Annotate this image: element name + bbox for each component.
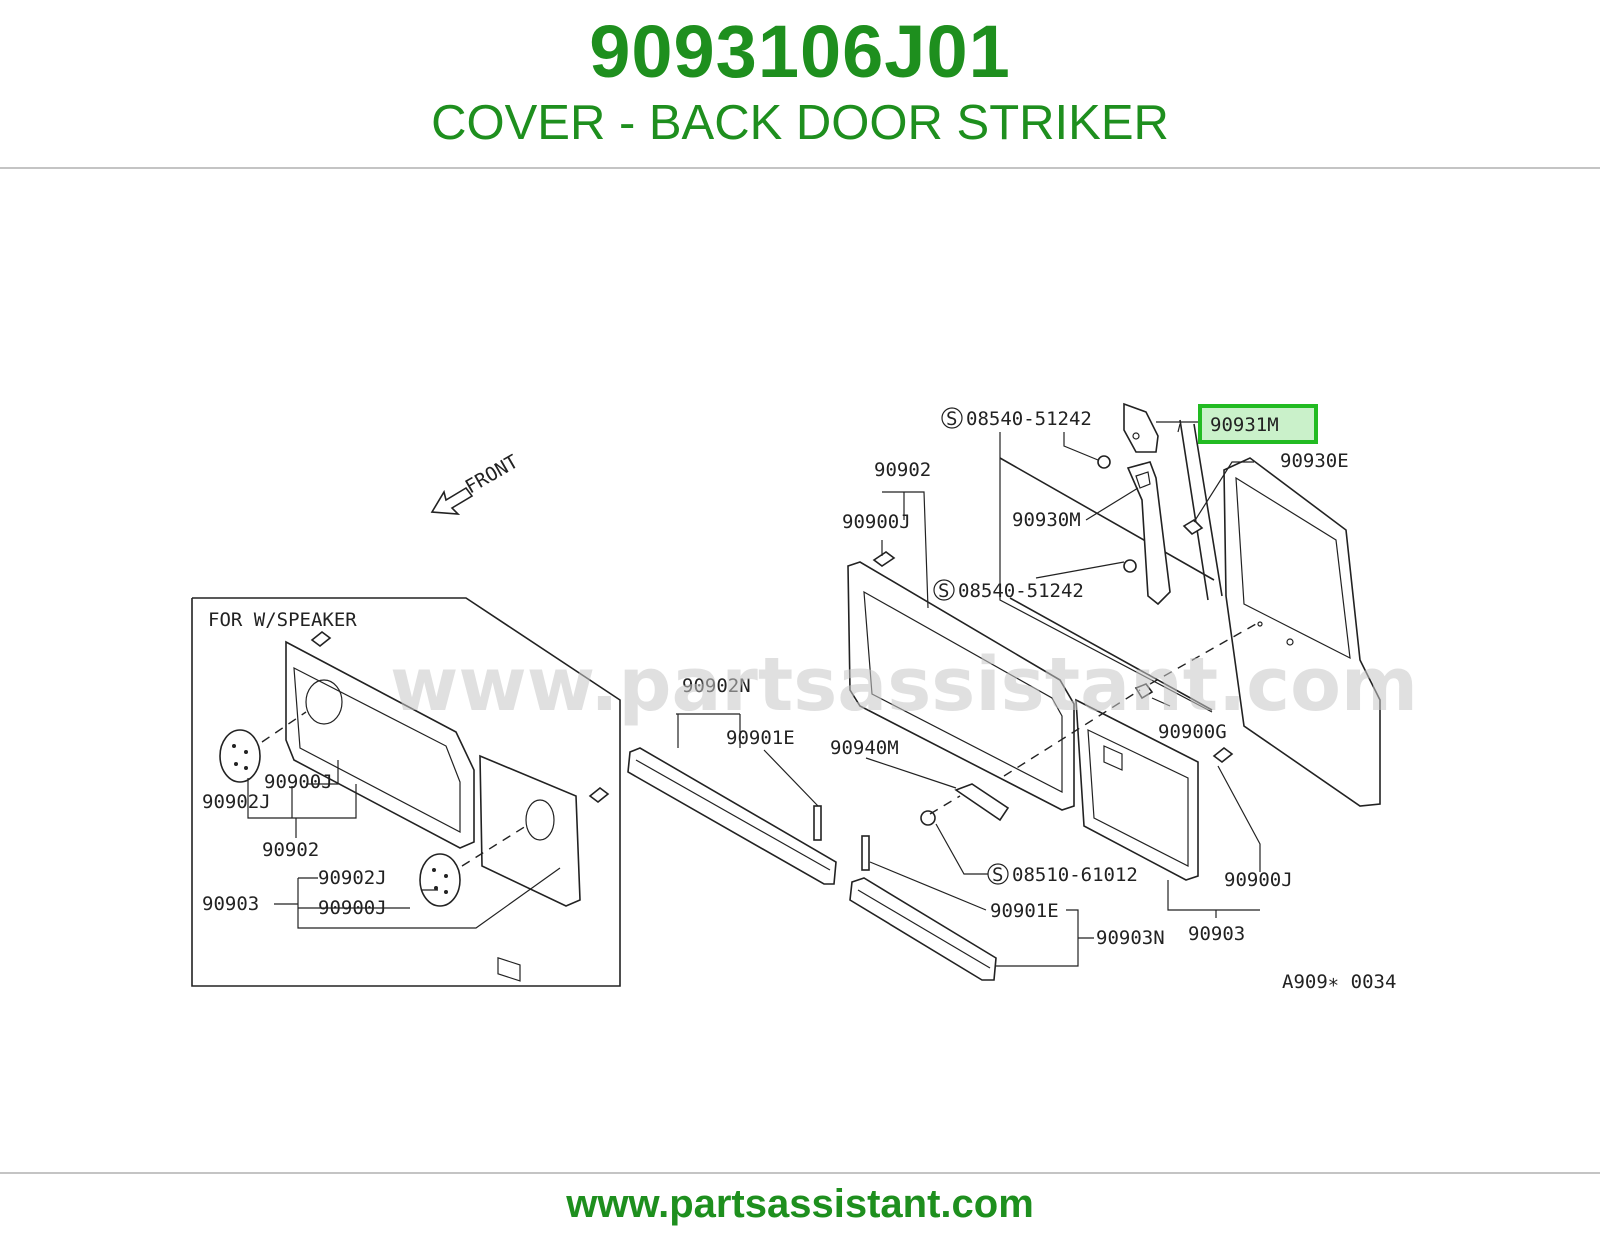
clip-90900J-main xyxy=(872,551,896,567)
callout-90931M[interactable]: 90931M xyxy=(1210,414,1279,436)
parts-diagram-svg: FRONT FOR W/SPEAKER xyxy=(191,402,1418,993)
inset-clip-top xyxy=(310,630,332,648)
inset-trim-panel xyxy=(285,640,475,849)
inset-lower-panel xyxy=(479,754,581,907)
callout-90900J-main[interactable]: 90900J xyxy=(842,511,911,533)
screw-08510-61012 xyxy=(920,810,936,826)
side-trim-panel-90902 xyxy=(847,561,1075,811)
callout-90903N[interactable]: 90903N xyxy=(1096,927,1165,949)
footer-divider xyxy=(0,1172,1600,1174)
front-arrow-icon xyxy=(430,486,474,515)
callout-90930E[interactable]: 90930E xyxy=(1280,450,1349,472)
pin-90901E-bottom xyxy=(861,835,870,871)
diagram-code: A909∗ 0034 xyxy=(1282,971,1396,993)
callout-90930M[interactable]: 90930M xyxy=(1012,509,1081,531)
front-direction-indicator: FRONT xyxy=(430,451,523,515)
inset-speaker-grille-bottom xyxy=(419,853,461,907)
inset-callout-90903: 90903 xyxy=(202,893,259,915)
callout-08540-51242-mid[interactable]: 08540-51242 xyxy=(958,580,1084,602)
callout-90902N[interactable]: 90902N xyxy=(682,675,751,697)
screw-08540-51242-top xyxy=(1097,455,1111,469)
pin-90901E-top xyxy=(813,805,822,841)
inset-speaker-grille-left xyxy=(219,729,261,783)
inset-callout-90900J-top: 90900J xyxy=(264,771,333,793)
screw-symbol-1: S xyxy=(946,408,957,430)
highlighted-part-box[interactable] xyxy=(1198,404,1318,444)
clip-90930E xyxy=(1182,518,1204,536)
inset-callout-90902J-left: 90902J xyxy=(202,791,271,813)
callout-90940M[interactable]: 90940M xyxy=(830,737,899,759)
callout-90901E-bottom[interactable]: 90901E xyxy=(990,900,1059,922)
callout-90900G[interactable]: 90900G xyxy=(1158,721,1227,743)
back-door-striker-cover-90931M xyxy=(1123,402,1159,453)
lower-trim-panel-90903 xyxy=(1075,698,1199,881)
inset-callout-90902: 90902 xyxy=(262,839,319,861)
watermark-text: www.partsassistant.com xyxy=(390,642,1418,728)
pillar-trim-90930M xyxy=(1126,461,1171,606)
screw-symbol-2: S xyxy=(938,580,949,602)
inset-title: FOR W/SPEAKER xyxy=(208,609,357,631)
callout-90902-main[interactable]: 90902 xyxy=(874,459,931,481)
part-number-title: 9093106J01 xyxy=(589,10,1011,93)
callout-90901E-top[interactable]: 90901E xyxy=(726,727,795,749)
screw-08540-51242-mid xyxy=(1123,559,1137,573)
inset-clip-right xyxy=(588,786,610,804)
sill-moulding-90902N xyxy=(627,747,837,885)
inset-callout-90900J-bottom: 90900J xyxy=(318,897,387,919)
clip-90900G xyxy=(1134,683,1154,700)
callout-08510-61012[interactable]: 08510-61012 xyxy=(1012,864,1138,886)
page-header: 9093106J01 COVER - BACK DOOR STRIKER xyxy=(0,0,1600,168)
front-label: FRONT xyxy=(462,451,523,499)
assist-handle-90940M xyxy=(954,783,1010,822)
inset-callout-90902J-bottom: 90902J xyxy=(318,867,387,889)
main-assembly: S S S 08540-51242 90931M 90930E 90902 90… xyxy=(627,402,1396,993)
parts-diagram: FRONT FOR W/SPEAKER xyxy=(180,340,1420,1000)
inset-speaker-hole xyxy=(305,679,343,725)
header-divider xyxy=(0,167,1600,169)
speaker-inset: FOR W/SPEAKER 90900J 90902J xyxy=(191,597,621,987)
callout-90900J-right[interactable]: 90900J xyxy=(1224,869,1293,891)
footer-site-link[interactable]: www.partsassistant.com xyxy=(566,1182,1034,1226)
clip-90900J-right xyxy=(1212,746,1234,764)
inset-frame xyxy=(191,597,621,987)
part-name-subtitle: COVER - BACK DOOR STRIKER xyxy=(431,96,1169,150)
back-door-outline xyxy=(1223,457,1381,807)
callout-90903-right[interactable]: 90903 xyxy=(1188,923,1245,945)
callout-08540-51242-top[interactable]: 08540-51242 xyxy=(966,408,1092,430)
inset-lower-speaker-hole xyxy=(525,799,555,841)
screw-symbol-3: S xyxy=(992,864,1003,886)
body-side-outline xyxy=(999,457,1215,711)
